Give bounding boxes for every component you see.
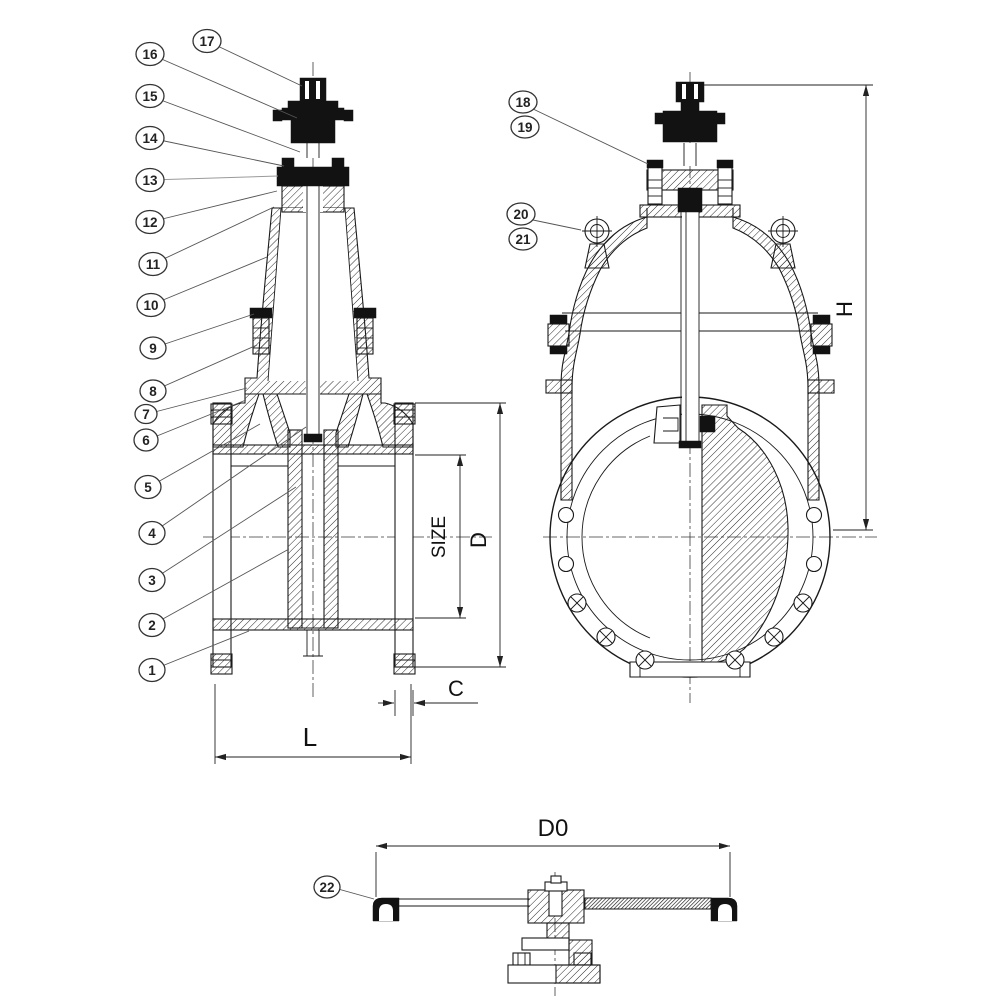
stem-boss xyxy=(546,922,570,940)
callout-16: 16 xyxy=(135,41,165,67)
svg-text:2: 2 xyxy=(148,618,156,633)
callout-19: 19 xyxy=(510,115,540,139)
stem-nut-and-gland xyxy=(654,81,726,166)
dim-label-d0: D0 xyxy=(538,815,569,842)
body-tab-left xyxy=(545,379,573,394)
dim-d0: D0 xyxy=(375,815,731,897)
bonnet-bolt-right xyxy=(353,307,377,355)
svg-text:11: 11 xyxy=(146,257,161,272)
callout-2: 2 xyxy=(138,612,166,638)
pipe-wall-top xyxy=(212,444,414,455)
dim-d: D xyxy=(415,402,506,668)
eye-bolt-right xyxy=(768,216,798,269)
svg-text:14: 14 xyxy=(142,131,158,146)
pipe-wall-bottom xyxy=(212,618,414,631)
callout-21: 21 xyxy=(508,227,538,251)
side-section-view xyxy=(543,72,877,703)
dim-c: C xyxy=(378,676,478,716)
side-lug-left xyxy=(547,314,570,355)
svg-text:10: 10 xyxy=(143,298,158,313)
svg-text:13: 13 xyxy=(142,173,158,188)
callout-1: 1 xyxy=(138,657,166,683)
svg-text:9: 9 xyxy=(149,341,157,356)
callout-4: 4 xyxy=(138,520,166,546)
callout-20: 20 xyxy=(506,202,536,226)
svg-text:15: 15 xyxy=(142,89,158,104)
svg-text:12: 12 xyxy=(142,215,157,230)
leader-lines xyxy=(146,40,649,900)
wheel-plate-section xyxy=(584,897,712,910)
svg-text:18: 18 xyxy=(515,95,531,110)
svg-text:8: 8 xyxy=(149,384,157,399)
callout-22: 22 xyxy=(313,875,341,899)
callout-11: 11 xyxy=(138,251,168,277)
yoke-bracket xyxy=(507,937,601,984)
callout-18: 18 xyxy=(508,90,538,114)
callout-3: 3 xyxy=(138,567,166,593)
operating-nut xyxy=(299,77,327,104)
callout-8: 8 xyxy=(139,379,167,403)
callout-15: 15 xyxy=(135,83,165,109)
dim-label-size: SIZE xyxy=(429,516,450,558)
callout-13: 13 xyxy=(135,167,165,193)
flange-foot xyxy=(629,661,751,678)
gate-wedge-right xyxy=(323,429,339,629)
dim-label-c: C xyxy=(448,676,464,701)
dim-h: H xyxy=(704,84,873,531)
svg-text:16: 16 xyxy=(142,47,158,62)
gate-wedge-left xyxy=(287,429,303,629)
callout-9: 9 xyxy=(139,336,167,360)
valve-stem xyxy=(303,182,323,443)
stem-nut-and-gland xyxy=(272,77,354,187)
dimensions: SIZE D C L H xyxy=(214,84,873,897)
flange-bolts xyxy=(210,403,416,675)
gate-disc xyxy=(701,404,789,665)
svg-text:3: 3 xyxy=(148,573,156,588)
svg-text:6: 6 xyxy=(142,433,150,448)
svg-text:1: 1 xyxy=(148,663,156,678)
handwheel-rim-left xyxy=(372,897,400,922)
handwheel-hub xyxy=(527,875,585,924)
body-tab-right xyxy=(807,379,835,394)
dim-label-d: D xyxy=(466,532,491,548)
svg-text:21: 21 xyxy=(515,232,531,247)
callout-6: 6 xyxy=(133,428,159,452)
svg-text:4: 4 xyxy=(148,526,156,541)
callout-10: 10 xyxy=(136,292,166,318)
operating-nut xyxy=(675,81,705,103)
handwheel-rim-right xyxy=(710,897,738,922)
callout-12: 12 xyxy=(135,209,165,235)
stem-channel xyxy=(678,210,702,449)
body-shoulder-right xyxy=(366,393,414,448)
handwheel-view xyxy=(372,872,738,996)
svg-text:7: 7 xyxy=(142,407,150,422)
svg-text:20: 20 xyxy=(513,207,528,222)
cavity-arc xyxy=(581,435,651,639)
callout-5: 5 xyxy=(134,474,162,500)
callout-7: 7 xyxy=(134,403,158,425)
bonnet-flange xyxy=(646,159,734,213)
dim-label-l: L xyxy=(303,722,317,752)
svg-text:22: 22 xyxy=(319,880,334,895)
callout-14: 14 xyxy=(135,125,165,151)
front-section-view xyxy=(203,62,492,700)
svg-text:19: 19 xyxy=(517,120,532,135)
dim-l: L xyxy=(214,684,412,764)
dim-label-h: H xyxy=(832,301,857,317)
svg-text:5: 5 xyxy=(144,480,152,495)
side-lug-right xyxy=(810,314,833,355)
callout-17: 17 xyxy=(192,28,222,54)
dim-size: SIZE xyxy=(415,454,466,619)
eye-bolt-left xyxy=(582,216,612,269)
svg-text:17: 17 xyxy=(199,34,214,49)
flange-bolt-holes xyxy=(557,506,823,670)
callouts: 17 16 15 14 13 12 11 10 9 8 7 6 5 4 3 2 … xyxy=(133,28,540,899)
